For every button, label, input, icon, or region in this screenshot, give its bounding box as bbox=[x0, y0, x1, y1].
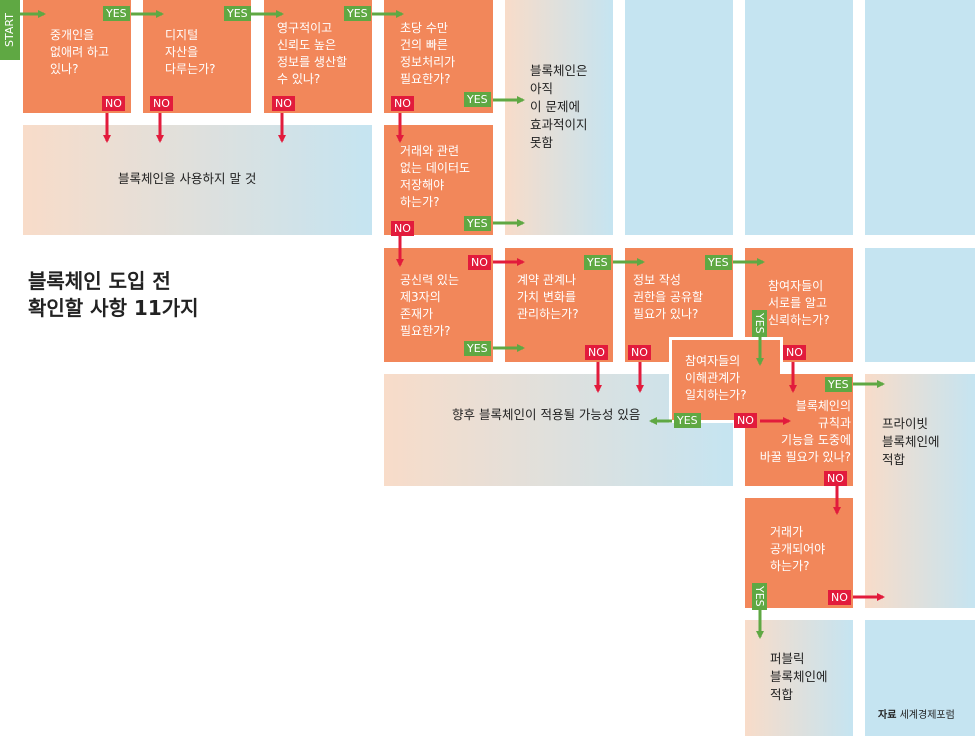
no-tag-q3: NO bbox=[272, 96, 295, 111]
result-private: 프라이빗 블록체인에 적합 bbox=[882, 416, 940, 467]
start-label: START bbox=[0, 0, 20, 60]
question-1-text: 중개인을 없애려 하고 있나? bbox=[50, 28, 110, 76]
source-name: 세계경제포럼 bbox=[899, 710, 955, 721]
question-8-text: 정보 작성 권한을 공유할 필요가 있나? bbox=[633, 273, 704, 321]
yes-tag-q9: YES bbox=[752, 310, 767, 337]
grad-panel-not-effective bbox=[505, 0, 613, 235]
question-6-text: 공신력 있는 제3자의 존재가 필요한가? bbox=[400, 273, 460, 338]
blue-panel-right-mid bbox=[865, 248, 975, 362]
blue-panel-bottom-right bbox=[865, 620, 975, 736]
no-tag-q9: NO bbox=[783, 345, 806, 360]
yes-tag-q1: YES bbox=[103, 6, 130, 21]
question-7-text: 계약 관계나 가치 변화를 관리하는가? bbox=[517, 273, 579, 321]
yes-tag-q5: YES bbox=[464, 216, 491, 231]
no-tag-q4: NO bbox=[391, 96, 414, 111]
no-tag-q12: NO bbox=[828, 590, 851, 605]
question-3-text: 영구적이고 신뢰도 높은 정보를 생산할 수 있나? bbox=[277, 21, 348, 86]
yes-tag-q10: YES bbox=[674, 413, 701, 428]
yes-tag-q11: YES bbox=[825, 377, 852, 392]
page-title: 블록체인 도입 전 확인할 사항 11가지 bbox=[28, 269, 199, 320]
source-label: 자료 bbox=[878, 710, 897, 721]
yes-tag-q7: YES bbox=[584, 255, 611, 270]
no-tag-q2: NO bbox=[150, 96, 173, 111]
yes-tag-q4: YES bbox=[464, 92, 491, 107]
source-credit: 자료 세계경제포럼 bbox=[878, 706, 955, 721]
no-tag-q8: NO bbox=[628, 345, 651, 360]
yes-tag-q12: YES bbox=[752, 583, 767, 610]
result-not-effective: 블록체인은 아직 이 문제에 효과적이지 못함 bbox=[530, 63, 588, 150]
no-tag-q7: NO bbox=[585, 345, 608, 360]
no-tag-q11: NO bbox=[824, 471, 847, 486]
question-5-text: 거래와 관련 없는 데이터도 저장해야 하는가? bbox=[400, 144, 471, 209]
result-dont-use: 블록체인을 사용하지 말 것 bbox=[118, 171, 257, 186]
no-tag-q1: NO bbox=[102, 96, 125, 111]
question-10-text: 참여자들의 이해관계가 일치하는가? bbox=[685, 354, 747, 402]
no-tag-q5: NO bbox=[391, 221, 414, 236]
grad-panel-public bbox=[745, 620, 853, 736]
blue-column-3 bbox=[865, 0, 975, 235]
question-12-text: 거래가 공개되어야 하는가? bbox=[770, 525, 826, 573]
grad-panel-dont-use bbox=[23, 125, 372, 235]
blue-column-2 bbox=[745, 0, 853, 235]
no-tag-q10: NO bbox=[734, 413, 757, 428]
yes-tag-q6: YES bbox=[464, 341, 491, 356]
result-public: 퍼블릭 블록체인에 적합 bbox=[770, 651, 828, 702]
question-11-text: 블록체인의 규칙과 기능을 도중에 바꿀 필요가 있나? bbox=[759, 399, 851, 464]
no-tag-q6: NO bbox=[468, 255, 491, 270]
question-4-text: 초당 수만 건의 빠른 정보처리가 필요한가? bbox=[400, 21, 456, 86]
yes-tag-q2: YES bbox=[224, 6, 251, 21]
result-future: 향후 블록체인이 적용될 가능성 있음 bbox=[452, 407, 641, 422]
blue-column-1 bbox=[625, 0, 733, 235]
question-box-11 bbox=[745, 374, 853, 486]
grad-panel-private bbox=[865, 374, 975, 608]
question-2-text: 디지털 자산을 다루는가? bbox=[165, 28, 216, 76]
yes-tag-q3: YES bbox=[344, 6, 371, 21]
yes-tag-q8: YES bbox=[705, 255, 732, 270]
question-9-text: 참여자들이 서로를 알고 신뢰하는가? bbox=[768, 279, 830, 327]
